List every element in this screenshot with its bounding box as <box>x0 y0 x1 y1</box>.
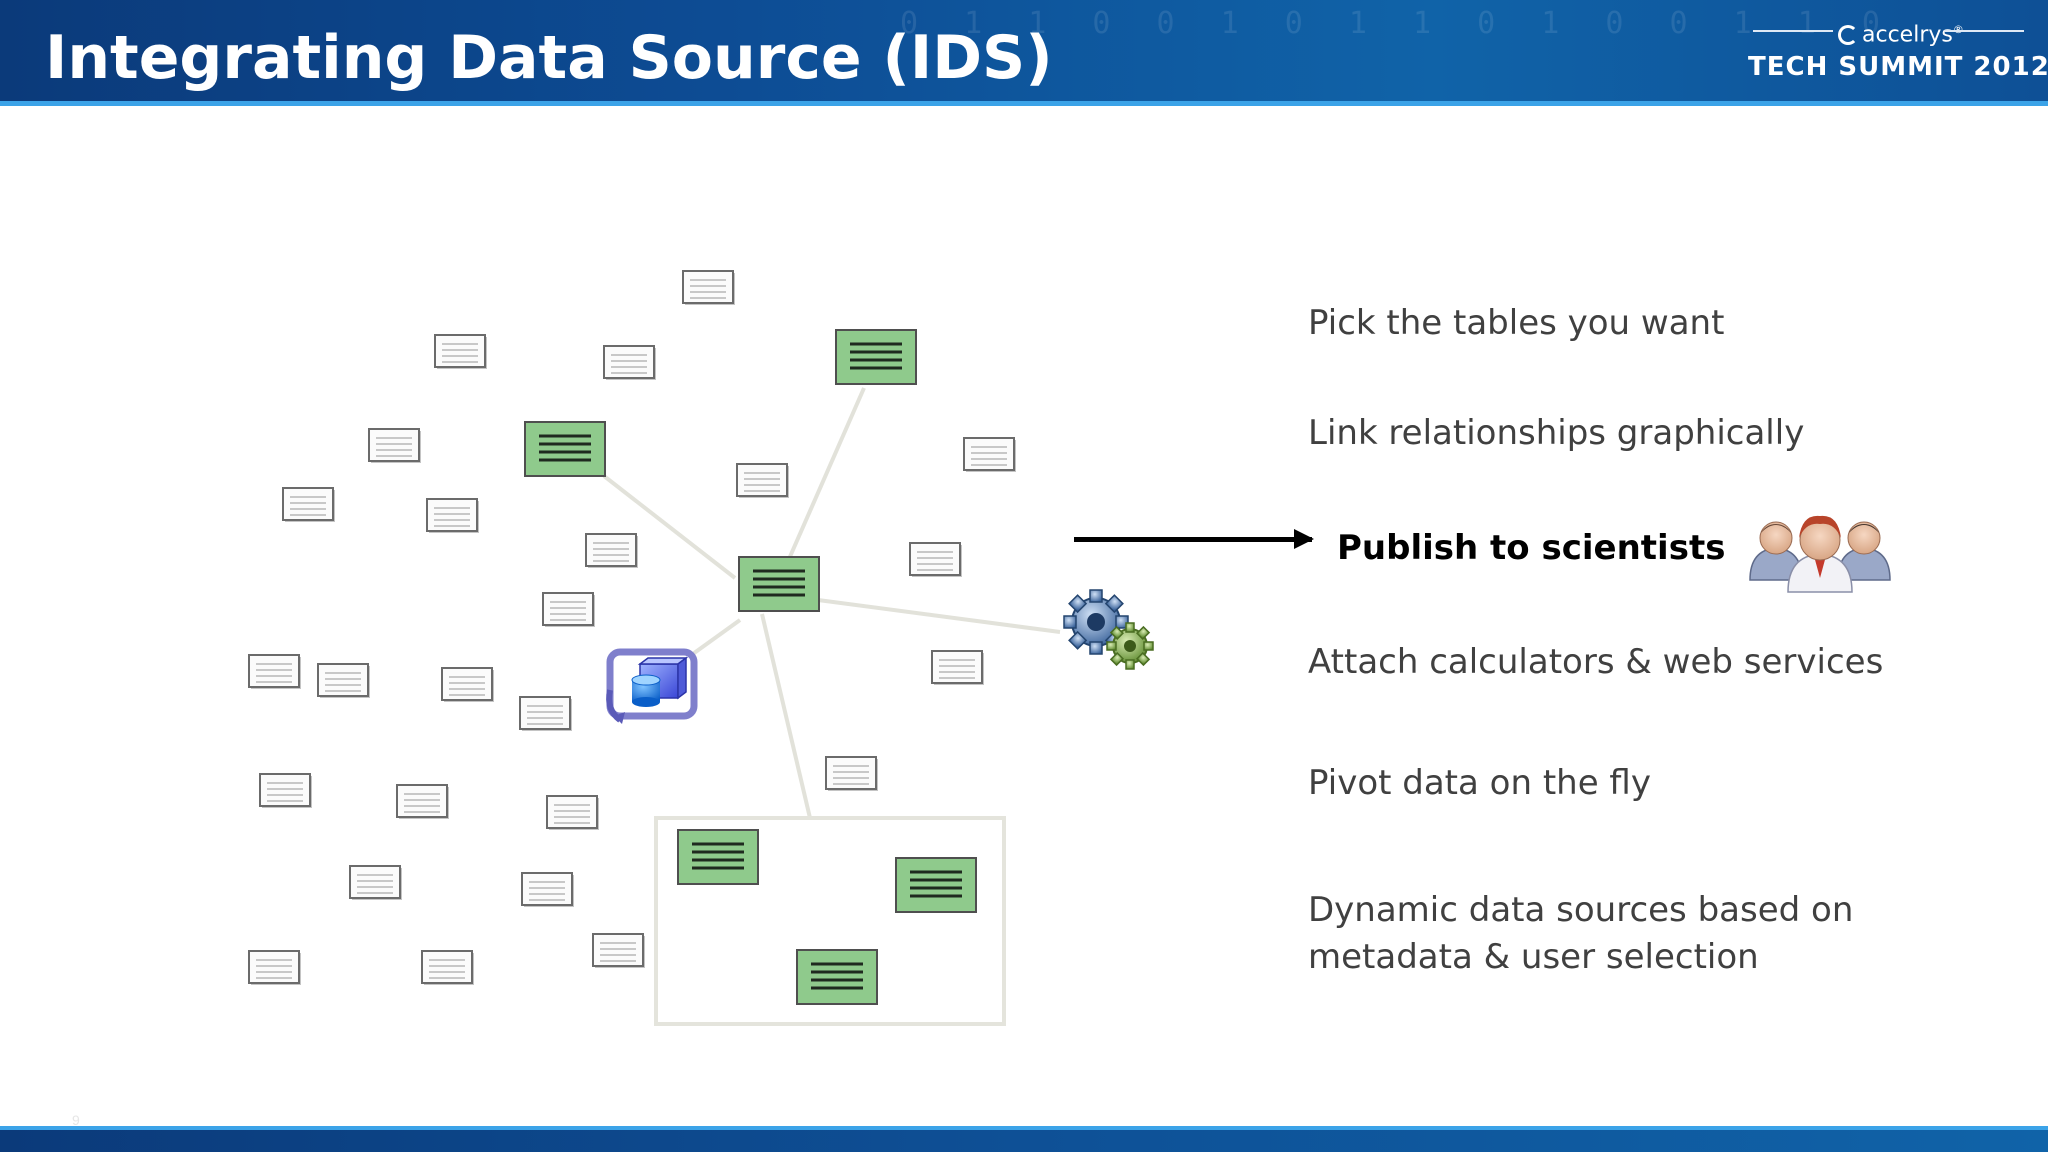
table-icon[interactable] <box>736 463 789 498</box>
users-group-icon <box>1749 515 1891 593</box>
selected-table-icon[interactable] <box>524 421 606 477</box>
table-icon[interactable] <box>546 795 599 830</box>
table-icon[interactable] <box>368 428 421 463</box>
logo-brand: accelrys® <box>1838 14 1964 51</box>
table-icon[interactable] <box>421 950 474 985</box>
link-center-to-calculators[interactable] <box>817 598 1061 634</box>
database-sync-icon[interactable] <box>606 648 698 724</box>
selected-table-icon[interactable] <box>835 329 917 385</box>
table-icon[interactable] <box>909 542 962 577</box>
selected-tables <box>524 329 977 1005</box>
table-icon[interactable] <box>259 773 312 808</box>
table-icon[interactable] <box>248 950 301 985</box>
gears-icon[interactable] <box>1063 589 1154 670</box>
link-center-to-database[interactable] <box>688 618 742 658</box>
selected-table-icon[interactable] <box>895 857 977 913</box>
bullet-pivot-data: Pivot data on the fly <box>1308 763 1651 803</box>
bullet-link-relationships: Link relationships graphically <box>1308 413 1805 453</box>
table-icon[interactable] <box>441 667 494 702</box>
table-icon[interactable] <box>426 498 479 533</box>
table-icon[interactable] <box>585 533 638 568</box>
table-icon[interactable] <box>248 654 301 689</box>
table-icon[interactable] <box>931 650 984 685</box>
logo-rule-right <box>1944 30 2024 32</box>
table-icon[interactable] <box>603 345 656 380</box>
table-icon[interactable] <box>282 487 335 522</box>
logo-brand-row: accelrys® <box>1748 14 2028 48</box>
link-center-to-left-table[interactable] <box>602 474 737 580</box>
selected-table-icon[interactable] <box>677 829 759 885</box>
logo-brand-text: accelrys <box>1862 22 1953 48</box>
bullet-dynamic-sources-line1: Dynamic data sources based on <box>1308 890 1854 930</box>
table-icon[interactable] <box>519 696 572 731</box>
publish-arrow-head <box>1294 529 1314 549</box>
header-accent-line <box>0 101 2048 106</box>
footer-accent-line <box>0 1126 2048 1130</box>
link-center-to-top-table[interactable] <box>776 387 866 585</box>
footer-band <box>0 1130 2048 1152</box>
binary-texture: 0 1 1 0 0 1 0 1 1 0 1 0 0 1 1 0 <box>900 6 1894 41</box>
table-icon[interactable] <box>592 933 645 968</box>
link-center-to-group[interactable] <box>760 613 812 819</box>
table-icon[interactable] <box>542 592 595 627</box>
slide-number: 9 <box>72 1112 80 1128</box>
bullet-publish-scientists: Publish to scientists <box>1337 528 1726 568</box>
table-icon[interactable] <box>349 865 402 900</box>
bullet-dynamic-sources-line2: metadata & user selection <box>1308 937 1759 977</box>
logo-event-name: TECH SUMMIT 2012 <box>1748 52 2048 82</box>
table-icon[interactable] <box>521 872 574 907</box>
table-icon[interactable] <box>396 784 449 819</box>
publish-arrow-shaft <box>1074 537 1312 542</box>
table-icon[interactable] <box>825 756 878 791</box>
accelrys-mark-icon <box>1838 25 1858 46</box>
page-title: Integrating Data Source (IDS) <box>45 23 1053 93</box>
logo-trademark: ® <box>1953 23 1964 36</box>
selected-table-icon[interactable] <box>796 949 878 1005</box>
event-logo: accelrys® TECH SUMMIT 2012 <box>1748 14 2048 86</box>
table-icon[interactable] <box>963 437 1016 472</box>
logo-rule-left <box>1753 30 1833 32</box>
bullet-pick-tables: Pick the tables you want <box>1308 303 1725 343</box>
table-icon[interactable] <box>682 270 735 305</box>
table-icon[interactable] <box>317 663 370 698</box>
bullet-attach-calculators: Attach calculators & web services <box>1308 642 1884 682</box>
selected-table-icon[interactable] <box>738 556 820 612</box>
header-band: 0 1 1 0 0 1 0 1 1 0 1 0 0 1 1 0 <box>0 0 2048 101</box>
available-tables <box>248 270 1016 985</box>
table-icon[interactable] <box>434 334 487 369</box>
